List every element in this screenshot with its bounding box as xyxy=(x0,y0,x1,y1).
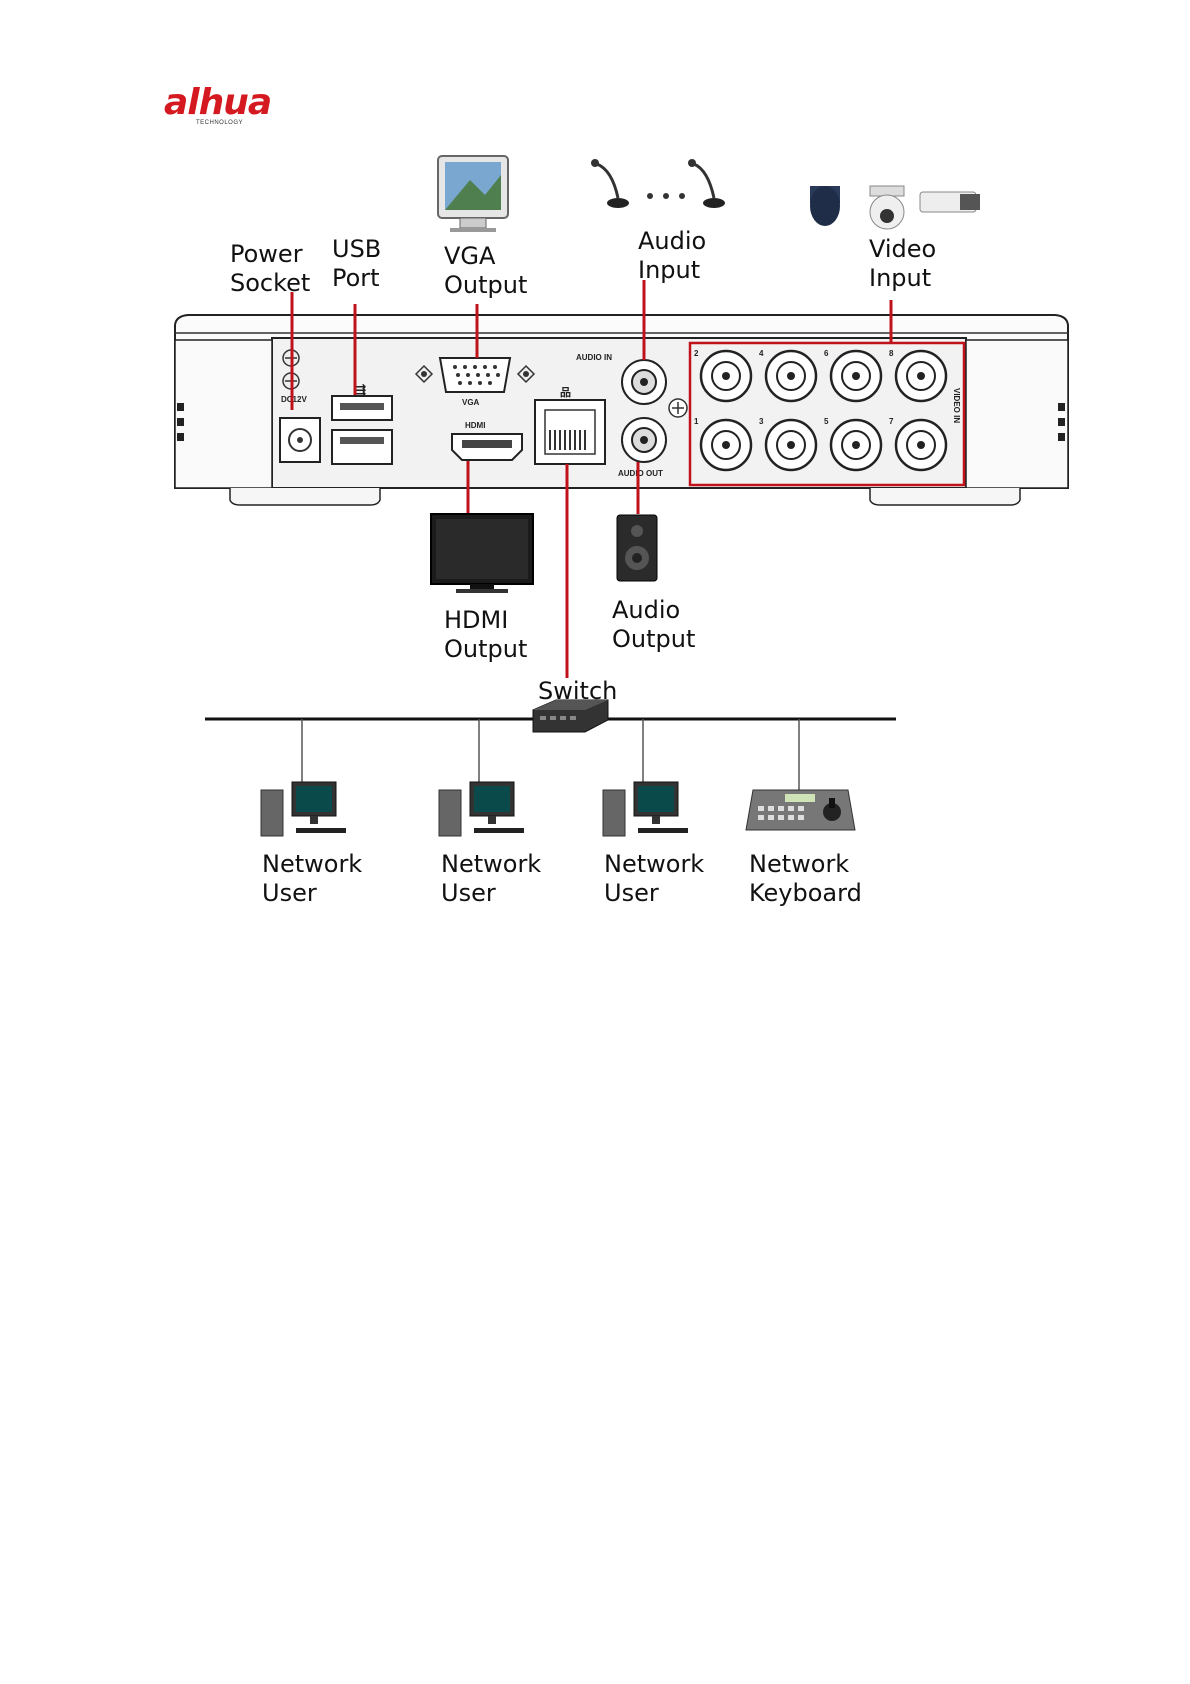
computer-icon xyxy=(261,782,346,836)
svg-text:⇶: ⇶ xyxy=(356,383,366,397)
network-user-label: Network User xyxy=(604,850,704,908)
network-keyboard-label: Network Keyboard xyxy=(749,850,862,908)
audio-output-label: Audio Output xyxy=(612,596,695,654)
svg-text:品: 品 xyxy=(560,386,571,399)
vga-mark: VGA xyxy=(462,398,480,407)
network-user-label: Network User xyxy=(441,850,541,908)
camera-icon xyxy=(810,186,980,229)
channel-4-number: 4 xyxy=(759,349,764,358)
power-socket-label: Power Socket xyxy=(230,240,310,298)
channel-1-number: 1 xyxy=(694,417,699,426)
channel-7-number: 7 xyxy=(889,417,894,426)
network-user-label: Network User xyxy=(262,850,362,908)
video-in-mark: VIDEO IN xyxy=(952,388,961,423)
computer-icon xyxy=(439,782,524,836)
dc-mark: DC12V xyxy=(281,395,307,404)
channel-3-number: 3 xyxy=(759,417,764,426)
audio-in-mark: AUDIO IN xyxy=(576,353,612,362)
channel-8-number: 8 xyxy=(889,349,894,358)
computer-icon xyxy=(603,782,688,836)
network-keyboard-icon xyxy=(746,790,855,830)
channel-2-number: 2 xyxy=(694,349,699,358)
audio-out-mark: AUDIO OUT xyxy=(618,469,663,478)
speaker-icon xyxy=(617,515,657,581)
channel-5-number: 5 xyxy=(824,417,829,426)
hdmi-tv-icon xyxy=(431,514,533,593)
vga-output-label: VGA Output xyxy=(444,242,527,300)
switch-label: Switch xyxy=(538,677,617,706)
usb-port-label: USB Port xyxy=(332,235,381,293)
video-input-label: Video Input xyxy=(869,235,936,293)
hdmi-output-label: HDMI Output xyxy=(444,606,527,664)
vga-monitor-icon xyxy=(438,156,508,232)
audio-input-label: Audio Input xyxy=(638,227,706,285)
microphone-icon xyxy=(591,159,725,208)
channel-6-number: 6 xyxy=(824,349,829,358)
hdmi-mark: HDMI xyxy=(465,421,485,430)
